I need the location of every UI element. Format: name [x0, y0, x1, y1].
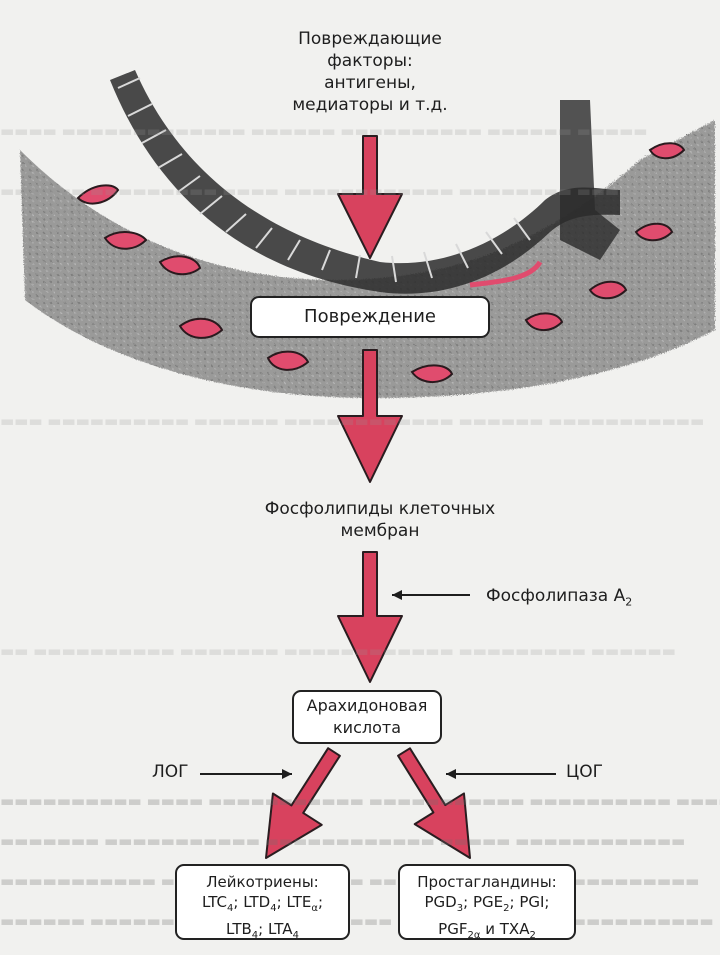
ghost-line: ▬▬▬ ▬▬▬▬▬▬▬▬▬▬ ▬▬▬▬▬▬ ▬▬▬▬▬▬▬▬▬▬▬▬ ▬▬▬▬▬… — [0, 410, 720, 432]
txa-label: TXA — [500, 920, 530, 938]
lte-label: LTE — [286, 893, 311, 911]
pgi-label: PGI — [519, 893, 544, 911]
ghost-line: ▬▬▬▬▬▬▬▬▬▬ ▬▬▬▬ ▬▬▬▬▬▬▬▬▬▬▬ ▬▬▬▬▬▬▬▬▬▬▬ … — [0, 790, 720, 812]
arrow-left-icon — [282, 769, 292, 779]
leukotrienes-box: Лейкотриены: LTC4; LTD4; LTEα; LTB4; LTA… — [175, 864, 350, 940]
damaging-factors-line: Повреждающие — [270, 28, 470, 50]
ghost-line: ▬▬▬▬ ▬▬▬▬▬▬▬▬▬▬▬▬▬ ▬▬▬▬▬▬ ▬▬▬▬▬▬▬▬▬▬ ▬▬▬… — [0, 120, 720, 142]
damaging-factors-label: Повреждающие факторы: антигены, медиатор… — [270, 28, 470, 116]
prostaglandins-title: Простагландины: — [400, 872, 574, 892]
arrow-left-icon — [392, 590, 402, 600]
phospholipase-text: Фосфолипаза A — [486, 586, 625, 606]
and-label: и — [485, 920, 495, 938]
pgd-sub: 3 — [457, 903, 463, 914]
leukotrienes-row-1: LTC4; LTD4; LTEα; — [177, 892, 348, 919]
pgf-sub: 2α — [467, 930, 480, 941]
ghost-line: ▬▬▬▬▬▬▬ ▬▬▬▬▬▬▬▬▬▬▬ ▬▬▬▬▬▬▬▬▬▬▬▬ ▬▬▬▬▬ ▬… — [0, 830, 720, 852]
arachidonic-line: Арахидоновая — [294, 695, 440, 717]
phospholipids-line: мембран — [230, 520, 530, 542]
pgf-label: PGF — [438, 920, 467, 938]
arachidonic-line: кислота — [294, 717, 440, 739]
cog-label: ЦОГ — [566, 762, 603, 782]
lta-label: LTA — [268, 920, 293, 938]
ghost-line: ▬▬▬▬▬▬ ▬▬▬▬▬▬▬▬▬ ▬▬▬▬ ▬▬▬▬▬▬▬▬▬▬▬▬ ▬▬▬▬▬… — [0, 180, 720, 202]
phospholipase-subscript: 2 — [625, 595, 632, 608]
ltc-label: LTC — [202, 893, 227, 911]
ltb-sub: 4 — [252, 930, 258, 941]
ltc-sub: 4 — [227, 903, 233, 914]
damaging-factors-line: антигены, — [270, 72, 470, 94]
phospholipase-label: Фосфолипаза A2 — [486, 586, 632, 608]
ltd-label: LTD — [243, 893, 270, 911]
pge-sub: 2 — [503, 903, 509, 914]
arachidonic-acid-box: Арахидоновая кислота — [292, 690, 442, 744]
damage-box: Повреждение — [250, 296, 490, 338]
lta-sub: 4 — [293, 930, 299, 941]
arrow-down-icon — [338, 552, 402, 682]
prostaglandins-row-1: PGD3; PGE2; PGI; — [400, 892, 574, 919]
prostaglandins-box: Простагландины: PGD3; PGE2; PGI; PGF2α и… — [398, 864, 576, 940]
ltb-label: LTB — [226, 920, 252, 938]
prostaglandins-row-2: PGF2α и TXA2 — [400, 919, 574, 946]
damaging-factors-line: факторы: — [270, 50, 470, 72]
phospholipids-line: Фосфолипиды клеточных — [230, 498, 530, 520]
leukotrienes-title: Лейкотриены: — [177, 872, 348, 892]
ltd-sub: 4 — [270, 903, 276, 914]
pgd-label: PGD — [425, 893, 457, 911]
log-label: ЛОГ — [152, 762, 189, 782]
damage-box-label: Повреждение — [304, 306, 436, 327]
damaging-factors-line: медиаторы и т.д. — [270, 94, 470, 116]
leukotrienes-row-2: LTB4; LTA4 — [177, 919, 348, 946]
txa-sub: 2 — [529, 930, 535, 941]
lte-sub: α — [311, 903, 318, 914]
pge-label: PGE — [473, 893, 503, 911]
ghost-line: ▬▬ ▬▬▬▬▬▬▬▬▬▬ ▬▬▬▬▬▬▬ ▬▬▬▬▬▬▬▬▬▬▬▬ ▬▬▬▬▬… — [0, 640, 720, 662]
ghost-line: ▬▬▬▬▬▬▬▬▬▬▬ ▬▬▬▬▬▬▬▬▬ ▬▬▬▬▬ ▬▬▬▬▬▬▬▬▬▬▬▬… — [0, 870, 720, 892]
phospholipids-label: Фосфолипиды клеточных мембран — [230, 498, 530, 542]
ghost-line: ▬▬▬▬▬▬ ▬▬▬▬▬▬▬▬▬▬▬▬ ▬▬▬▬▬▬▬▬▬ ▬▬▬▬▬▬▬▬▬▬… — [0, 910, 720, 932]
arrow-left-icon — [446, 769, 456, 779]
